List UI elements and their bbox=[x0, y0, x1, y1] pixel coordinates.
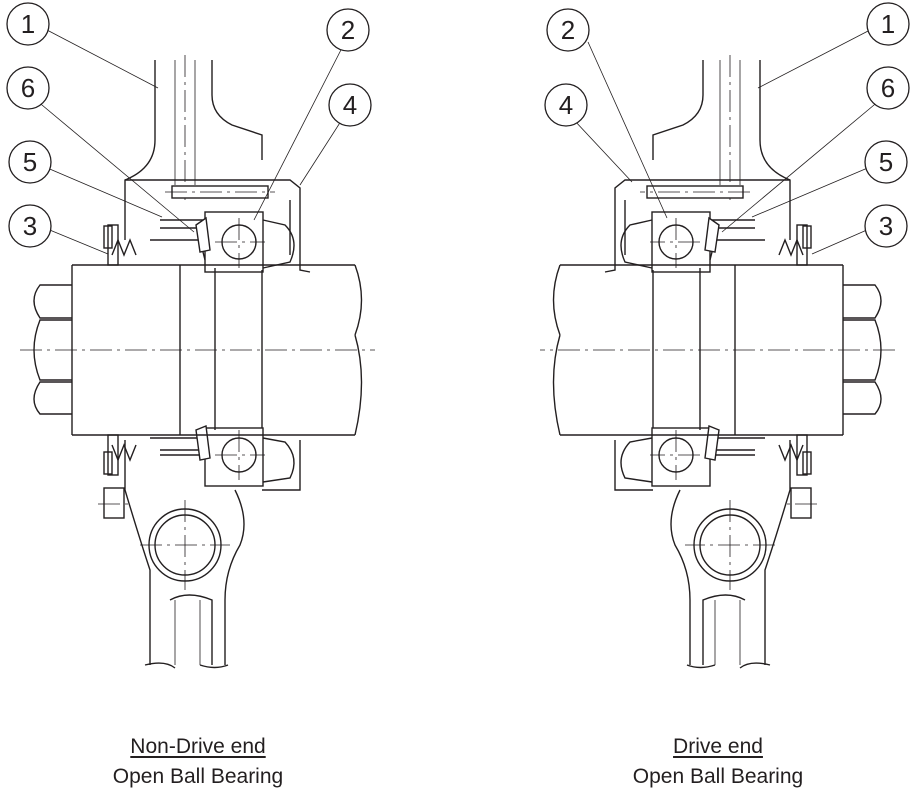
callout-2: 2 bbox=[546, 8, 590, 52]
non-drive-end-view: 1 6 5 3 2 4 bbox=[6, 2, 376, 669]
svg-text:3: 3 bbox=[879, 211, 893, 241]
drive-end-title: Drive end bbox=[673, 735, 763, 758]
callout-3: 3 bbox=[864, 204, 908, 248]
callout-4: 4 bbox=[544, 83, 588, 127]
callout-3: 3 bbox=[8, 204, 52, 248]
svg-text:6: 6 bbox=[21, 73, 35, 103]
svg-text:1: 1 bbox=[881, 9, 895, 39]
svg-text:2: 2 bbox=[561, 15, 575, 45]
svg-text:6: 6 bbox=[881, 73, 895, 103]
drive-end-caption: Drive end Open Ball Bearing bbox=[548, 732, 888, 792]
svg-text:2: 2 bbox=[341, 15, 355, 45]
svg-text:5: 5 bbox=[23, 147, 37, 177]
svg-text:5: 5 bbox=[879, 147, 893, 177]
non-drive-end-caption: Non-Drive end Open Ball Bearing bbox=[28, 732, 368, 792]
svg-text:1: 1 bbox=[21, 9, 35, 39]
callout-5: 5 bbox=[864, 140, 908, 184]
non-drive-end-subtitle: Open Ball Bearing bbox=[112, 765, 284, 788]
callout-2: 2 bbox=[326, 8, 370, 52]
callout-1: 1 bbox=[866, 2, 910, 46]
drive-end-view: 2 4 1 6 5 3 bbox=[539, 2, 910, 669]
callout-5: 5 bbox=[8, 140, 52, 184]
svg-text:4: 4 bbox=[559, 90, 573, 120]
drive-end-subtitle: Open Ball Bearing bbox=[632, 765, 804, 788]
callout-6: 6 bbox=[866, 66, 910, 110]
callout-6: 6 bbox=[6, 66, 50, 110]
svg-text:3: 3 bbox=[23, 211, 37, 241]
callout-1: 1 bbox=[6, 2, 50, 46]
svg-text:4: 4 bbox=[343, 90, 357, 120]
non-drive-end-title: Non-Drive end bbox=[130, 735, 266, 758]
callout-4: 4 bbox=[328, 83, 372, 127]
